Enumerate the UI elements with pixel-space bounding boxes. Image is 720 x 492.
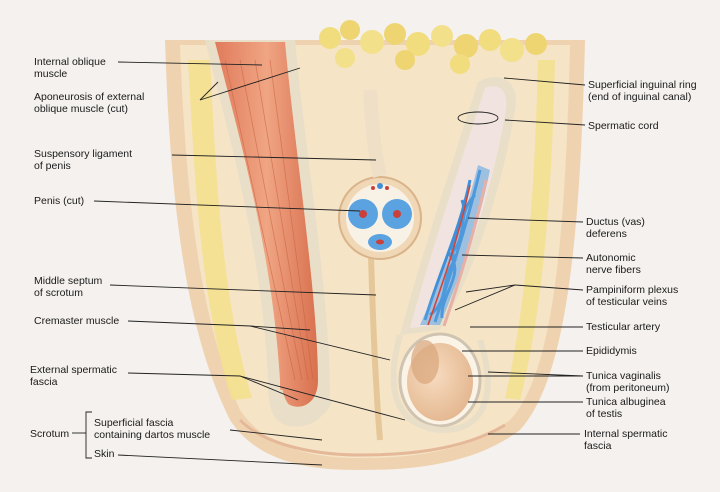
label-suspensory-ligament: Suspensory ligament of penis (34, 148, 133, 172)
label-pampiniform-plexus: Pampiniform plexus of testicular veins (586, 284, 679, 308)
testis (398, 332, 482, 428)
right-lower-sheath (390, 334, 491, 434)
label-scrotum: Scrotum (30, 428, 70, 440)
penis-cross-section (338, 176, 422, 260)
label-aponeurosis: Aponeurosis of external oblique muscle (… (34, 91, 145, 115)
left-fat (188, 60, 252, 400)
label-epididymis: Epididymis (586, 345, 637, 357)
leader-lines (93, 61, 586, 466)
label-penis: Penis (cut) (34, 195, 85, 207)
right-fat (505, 60, 555, 400)
testicular-artery-line (427, 184, 471, 326)
scrotum-bracket (85, 411, 92, 459)
label-autonomic-nerve: Autonomic nerve fibers (586, 252, 641, 276)
label-internal-oblique: Internal oblique muscle (34, 56, 106, 80)
left-muscle-fibers (224, 59, 314, 381)
label-cremaster: Cremaster muscle (34, 315, 120, 327)
label-ductus-deferens: Ductus (vas) deferens (586, 216, 645, 240)
ductus-line (442, 179, 488, 327)
right-cord (410, 86, 507, 329)
label-external-spermatic-fascia: External spermatic fascia (30, 364, 117, 388)
fat-globules (319, 20, 547, 74)
label-superficial-fascia: Superficial fascia containing dartos mus… (94, 417, 211, 441)
label-tunica-vaginalis: Tunica vaginalis (from peritoneum) (586, 370, 670, 394)
label-spermatic-cord: Spermatic cord (588, 120, 659, 132)
suspensory-ligament (363, 89, 387, 178)
dartos-band (238, 418, 506, 457)
label-skin: Skin (94, 448, 115, 460)
left-lower-end (277, 389, 333, 420)
label-superficial-inguinal-ring: Superficial inguinal ring (end of inguin… (588, 79, 697, 103)
label-middle-septum: Middle septum of scrotum (34, 275, 103, 299)
spermatic-cord-ring (457, 111, 499, 125)
label-testicular-artery: Testicular artery (586, 321, 661, 333)
label-tunica-albuginea: Tunica albuginea of testis (586, 396, 666, 420)
label-internal-spermatic-fascia: Internal spermatic fascia (584, 428, 668, 452)
